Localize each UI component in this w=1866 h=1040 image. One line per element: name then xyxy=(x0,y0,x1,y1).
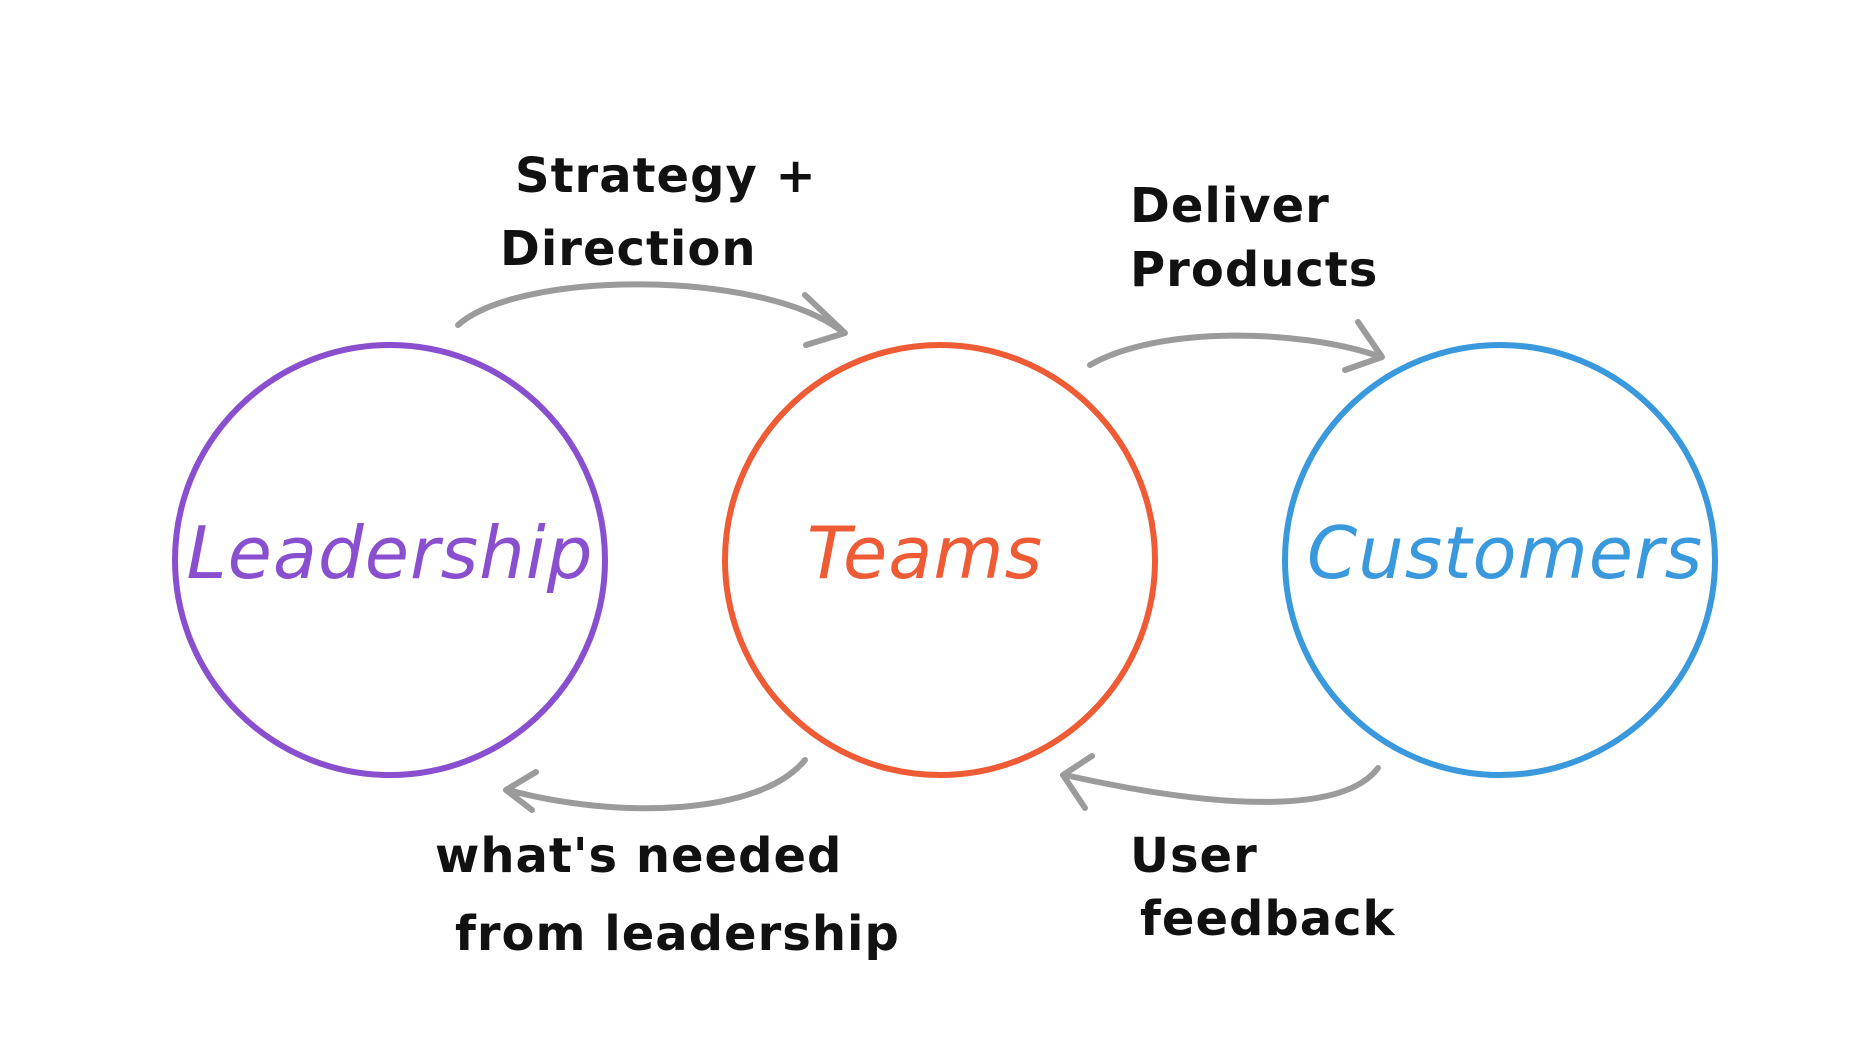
leadership-circle xyxy=(172,342,608,778)
strategy-arrow xyxy=(455,281,848,348)
feedback-arrow xyxy=(1060,753,1381,811)
deliver-label-line2: Products xyxy=(1130,242,1378,298)
deliver-label-line1: Deliver xyxy=(1130,178,1330,234)
feedback-label-line1: User xyxy=(1130,828,1258,884)
deliver-arrow xyxy=(1087,319,1385,373)
customers-label: Customers xyxy=(1307,511,1703,595)
needed-label-line1: what's needed xyxy=(435,828,842,884)
strategy-label-line2: Direction xyxy=(500,221,757,277)
strategy-label-line1: Strategy + xyxy=(515,148,817,204)
leadership-label: Leadership xyxy=(187,511,594,595)
needed-label-line2: from leadership xyxy=(455,906,900,962)
teams-label: Teams xyxy=(807,511,1043,595)
teams-circle xyxy=(722,342,1158,778)
feedback-label-line2: feedback xyxy=(1140,891,1396,947)
customers-circle xyxy=(1282,342,1718,778)
needed-arrow xyxy=(503,757,808,813)
